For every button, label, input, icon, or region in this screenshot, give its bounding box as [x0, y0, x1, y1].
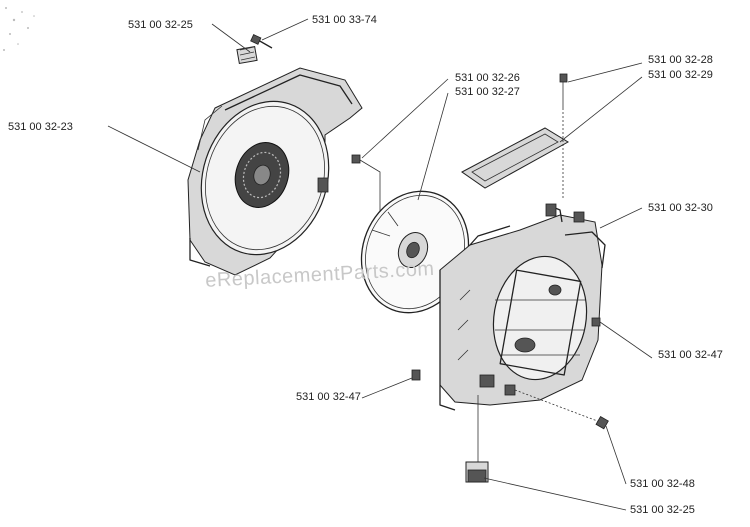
- spring-part-bottom: [465, 395, 489, 483]
- screw-32-47-left: [411, 369, 421, 381]
- callout-label: 531 00 32-27: [455, 86, 520, 98]
- callout-labels: 531 00 32-25 531 00 33-74 531 00 32-23 5…: [8, 14, 723, 516]
- callout-label: 531 00 32-29: [648, 69, 713, 81]
- spring-part-top: [236, 45, 258, 65]
- fan-impeller: [360, 190, 470, 314]
- callout-label: 531 00 32-28: [648, 54, 713, 66]
- screw-top: [250, 34, 273, 49]
- callout-label: 531 00 32-47: [658, 349, 723, 361]
- callout-label: 531 00 32-25: [128, 19, 193, 31]
- callout-label: 531 00 32-26: [455, 72, 520, 84]
- callout-label: 531 00 32-25: [630, 504, 695, 516]
- fan-housing-right: [439, 203, 606, 411]
- cover-plate: [461, 127, 569, 189]
- callout-label: 531 00 32-48: [630, 478, 695, 490]
- callout-label: 531 00 33-74: [312, 14, 377, 26]
- callout-label: 531 00 32-47: [296, 391, 361, 403]
- screw-32-48: [514, 389, 609, 430]
- leader-lines: [107, 18, 653, 511]
- scan-speckle: [3, 7, 35, 51]
- volute-housing-left: [187, 67, 363, 276]
- screw-32-47-right: [591, 317, 601, 327]
- callout-label: 531 00 32-23: [8, 121, 73, 133]
- callout-label: 531 00 32-30: [648, 202, 713, 214]
- screw-32-26: [351, 154, 381, 225]
- screw-32-28: [559, 73, 568, 200]
